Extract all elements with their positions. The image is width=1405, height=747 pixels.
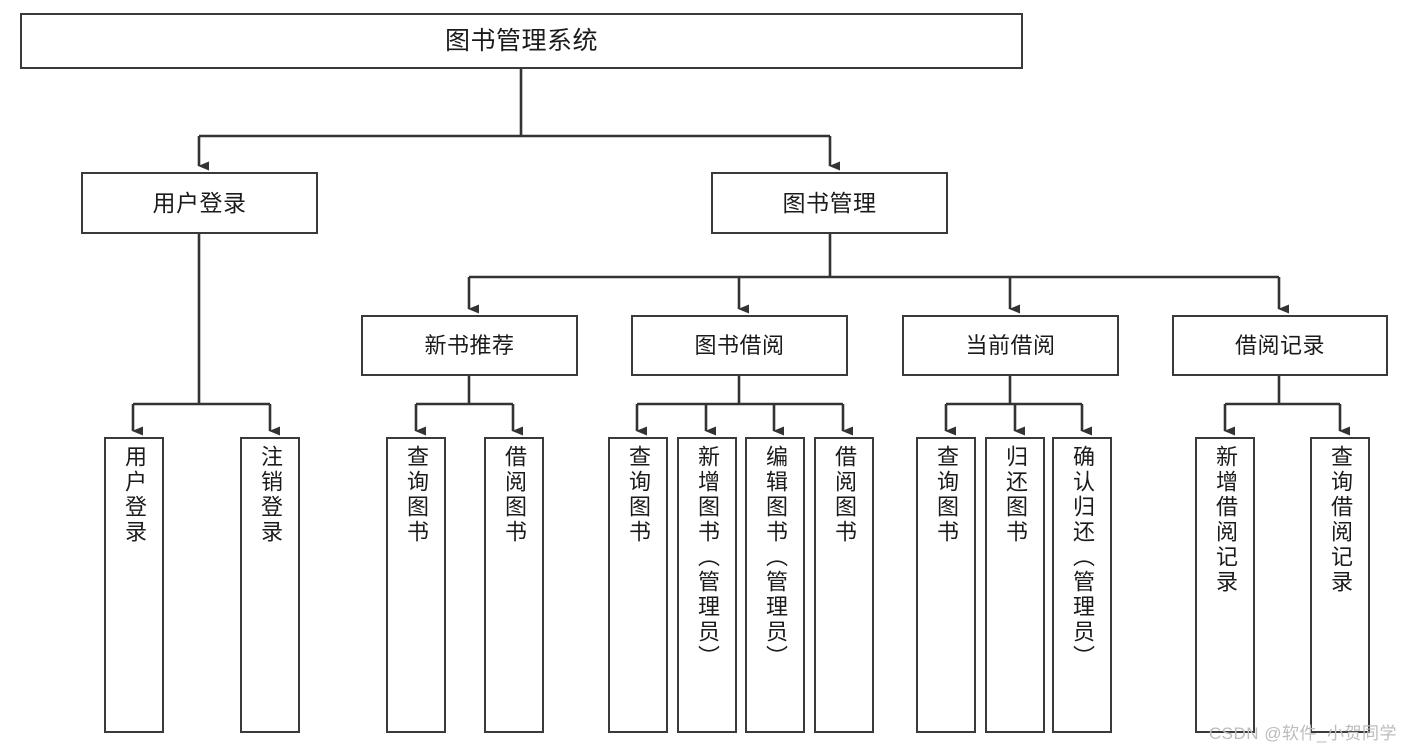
node-book-borrow[interactable]: 图书借阅 [631,315,848,376]
node-label: 借阅图书 [502,445,527,545]
leaf-recommend-query-book[interactable]: 查询图书 [386,437,446,733]
node-label: 用户登录 [152,189,247,216]
node-label: 查询借阅记录 [1328,445,1353,595]
watermark: CSDN @软件_小贺同学 [1208,724,1397,743]
node-label: 归还图书 [1003,445,1028,545]
node-current-borrow[interactable]: 当前借阅 [902,315,1119,376]
node-label: 图书管理系统 [444,26,598,55]
node-label: 图书借阅 [694,332,785,358]
leaf-current-return-book[interactable]: 归还图书 [985,437,1045,733]
node-label: 编辑图书（管理员） [763,445,788,670]
leaf-record-add-record[interactable]: 新增借阅记录 [1195,437,1255,733]
node-label: 新增图书（管理员） [695,445,720,670]
node-label: 用户登录 [122,445,147,545]
node-label: 查询图书 [626,445,651,545]
node-book-management[interactable]: 图书管理 [711,172,948,234]
leaf-user-logout[interactable]: 注销登录 [240,437,300,733]
leaf-record-query-record[interactable]: 查询借阅记录 [1310,437,1370,733]
leaf-borrow-borrow-book[interactable]: 借阅图书 [814,437,874,733]
node-user-login[interactable]: 用户登录 [81,172,318,234]
node-label: 借阅记录 [1234,332,1325,358]
leaf-current-query-book[interactable]: 查询图书 [916,437,976,733]
leaf-borrow-add-book-admin[interactable]: 新增图书（管理员） [677,437,737,733]
leaf-borrow-edit-book-admin[interactable]: 编辑图书（管理员） [745,437,805,733]
node-label: 注销登录 [258,445,283,545]
leaf-current-confirm-return-admin[interactable]: 确认归还（管理员） [1052,437,1112,733]
node-label: 查询图书 [404,445,429,545]
node-new-book-recommend[interactable]: 新书推荐 [361,315,578,376]
node-label: 确认归还（管理员） [1070,445,1095,670]
node-label: 借阅图书 [832,445,857,545]
node-borrow-record[interactable]: 借阅记录 [1172,315,1388,376]
node-label: 当前借阅 [965,332,1056,358]
leaf-recommend-borrow-book[interactable]: 借阅图书 [484,437,544,733]
leaf-borrow-query-book[interactable]: 查询图书 [608,437,668,733]
node-label: 新书推荐 [424,332,515,358]
node-label: 查询图书 [934,445,959,545]
node-root-system[interactable]: 图书管理系统 [20,13,1023,69]
node-label: 新增借阅记录 [1213,445,1238,595]
node-label: 图书管理 [782,189,877,216]
leaf-user-login[interactable]: 用户登录 [104,437,164,733]
